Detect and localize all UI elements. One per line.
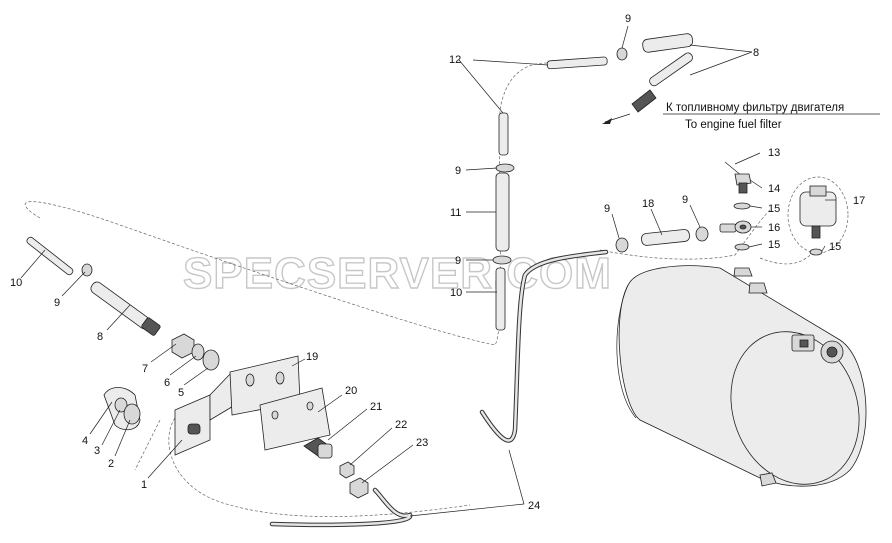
- label-5: 5: [178, 387, 184, 399]
- label-15-a: 15: [768, 203, 780, 215]
- clamp-9-left: [81, 263, 93, 277]
- clamp-9-tank-b: [695, 226, 709, 242]
- label-9-mid: 9: [455, 165, 461, 177]
- hose-8-fitting: [631, 52, 693, 113]
- pipe-12-top: [546, 56, 608, 70]
- fitting-21: [303, 437, 333, 459]
- clamp-9-mid: [495, 163, 515, 173]
- label-14: 14: [768, 183, 780, 195]
- clamp-9-top: [616, 47, 628, 61]
- nut-23: [349, 477, 369, 499]
- part-16-banjo: [719, 220, 752, 234]
- label-20: 20: [345, 385, 357, 397]
- label-9-lower: 9: [455, 255, 461, 267]
- hose-11: [495, 172, 510, 252]
- label-21: 21: [370, 401, 382, 413]
- washer-15-c: [809, 248, 823, 256]
- label-8-left: 8: [97, 331, 103, 343]
- label-16: 16: [768, 222, 780, 234]
- label-18: 18: [642, 198, 654, 210]
- washer-15-a: [733, 202, 751, 210]
- label-22: 22: [395, 419, 407, 431]
- tank-nut-a: [733, 267, 753, 277]
- part-labels: 12 9 8 9 11 9 10 13 14 15 16 15 17 15 9 …: [10, 13, 865, 512]
- clamp-9-tank-a: [615, 237, 629, 253]
- note-en: To engine fuel filter: [685, 119, 782, 131]
- washer-5: [202, 349, 220, 371]
- label-3: 3: [94, 445, 100, 457]
- washer-6: [191, 343, 205, 361]
- label-1: 1: [141, 479, 147, 491]
- hose-8-left: [90, 281, 161, 336]
- pipe-10-vertical: [495, 267, 506, 331]
- label-9-tank-b: 9: [682, 194, 688, 206]
- label-13: 13: [768, 147, 780, 159]
- label-4: 4: [82, 435, 88, 447]
- label-9-tank-a: 9: [604, 203, 610, 215]
- label-8-top: 8: [753, 47, 759, 59]
- washer-15-b: [734, 243, 750, 251]
- pipe-24-right: [479, 249, 609, 443]
- label-2: 2: [108, 458, 114, 470]
- label-6: 6: [164, 377, 170, 389]
- nut-7: [171, 333, 195, 359]
- engine-filter-note: К топливному фильтру двигателя To engine…: [602, 102, 880, 131]
- plate-20: [259, 387, 331, 451]
- clamp-9-lower: [492, 255, 512, 265]
- label-12: 12: [449, 54, 461, 66]
- label-10-right: 10: [450, 287, 462, 299]
- pipe-12-vertical: [498, 112, 509, 156]
- note-ru: К топливному фильтру двигателя: [666, 102, 844, 114]
- label-10-left: 10: [10, 277, 22, 289]
- label-24: 24: [528, 500, 540, 512]
- label-7: 7: [142, 363, 148, 375]
- tank-nut-b: [748, 282, 768, 294]
- tank-drain-plug: [759, 472, 777, 487]
- label-11: 11: [450, 207, 461, 219]
- watermark: SPECSERVER.COM: [183, 249, 612, 298]
- part-17-valve: [787, 176, 849, 254]
- fuel-tank: [616, 265, 867, 487]
- hose-18: [641, 229, 690, 246]
- washer-2: [123, 403, 141, 425]
- label-19: 19: [306, 351, 318, 363]
- nut-22: [339, 461, 355, 479]
- part-14-bolt: [734, 173, 752, 194]
- pipe-10-left: [26, 236, 74, 276]
- leader-lines: [20, 25, 836, 517]
- hose-8-top: [642, 33, 694, 53]
- washer-3: [114, 397, 128, 413]
- label-15-c: 15: [829, 241, 841, 253]
- label-9-top: 9: [625, 13, 631, 25]
- pipe-24-bottom: [269, 487, 413, 528]
- label-9-left: 9: [54, 297, 60, 309]
- label-15-b: 15: [768, 239, 780, 251]
- label-17: 17: [853, 195, 865, 207]
- label-23: 23: [416, 437, 428, 449]
